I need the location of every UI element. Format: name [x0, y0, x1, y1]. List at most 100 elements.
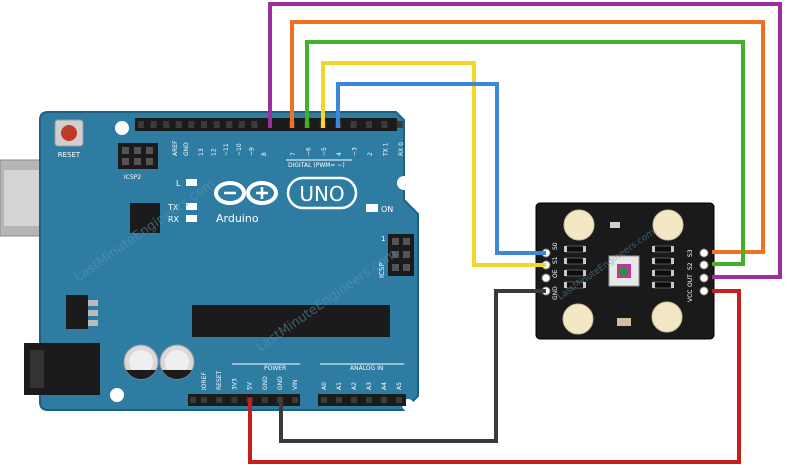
- pin-socket[interactable]: [396, 121, 403, 128]
- header-pin: [392, 251, 399, 258]
- voltage-regulator: [66, 295, 88, 329]
- power-header: [188, 394, 300, 406]
- pin-label-power: RESET: [216, 370, 223, 390]
- sensor-pin-label: OUT: [687, 274, 694, 287]
- icsp2-label: ICSP2: [124, 174, 141, 181]
- pin-socket[interactable]: [175, 121, 182, 128]
- white-led: [563, 209, 595, 241]
- capacitor: [159, 344, 195, 380]
- resistor: [653, 269, 673, 277]
- pin-label-d: TX 1: [382, 142, 389, 157]
- header-pin: [403, 238, 410, 245]
- wire-purple: [268, 2, 782, 279]
- resistor: [653, 257, 673, 265]
- sensor-pin-label: S1: [552, 256, 559, 264]
- l-label: L: [176, 179, 181, 188]
- pin-socket[interactable]: [381, 121, 388, 128]
- pin-socket[interactable]: [238, 121, 245, 128]
- header-pin: [392, 264, 399, 271]
- analog-pin-sockets: [321, 397, 402, 403]
- power-header-label: POWER: [264, 365, 286, 372]
- pin-label-d: 12: [211, 148, 218, 156]
- pin-socket[interactable]: [138, 121, 144, 128]
- sensor-pin-label: S3: [687, 249, 694, 257]
- pin-socket[interactable]: [366, 121, 372, 128]
- sensor-pin-label: VCC: [687, 290, 694, 302]
- pin-label-power: 3V3: [231, 378, 238, 390]
- pin-label-d: ~9: [248, 147, 255, 156]
- pin-socket[interactable]: [251, 121, 258, 128]
- pin-label-d: ~6: [305, 147, 312, 156]
- pin-socket[interactable]: [261, 397, 268, 403]
- sensor-pin-label: S0: [552, 242, 559, 250]
- led-rx: [186, 215, 197, 222]
- uno-badge: [286, 176, 358, 210]
- pin-label-d: 13: [198, 148, 205, 156]
- pin-socket[interactable]: [321, 397, 327, 403]
- resistor: [653, 281, 673, 289]
- pin-label-d: RX 0: [398, 142, 405, 156]
- pin-pad[interactable]: [541, 273, 551, 283]
- led-l: [186, 179, 197, 186]
- wire-green: [305, 40, 745, 266]
- pin-socket[interactable]: [213, 121, 220, 128]
- icsp-pin1-label: 1: [381, 235, 385, 243]
- led-on: [366, 204, 378, 212]
- pin-label-d: 7: [290, 152, 297, 156]
- pin-socket[interactable]: [150, 121, 157, 128]
- pin-socket[interactable]: [216, 397, 223, 403]
- pin-socket[interactable]: [226, 121, 233, 128]
- capacitor: [123, 344, 159, 380]
- white-led: [652, 209, 684, 241]
- pin-socket[interactable]: [190, 397, 196, 403]
- pin-label-aref: AREF: [172, 140, 179, 156]
- pin-pad[interactable]: [699, 273, 709, 283]
- pin-socket[interactable]: [201, 397, 207, 403]
- pin-label-analog: A4: [381, 382, 388, 390]
- pin-socket[interactable]: [231, 397, 238, 403]
- sensor-pin-label: OE: [552, 269, 559, 278]
- pin-socket[interactable]: [396, 397, 402, 403]
- pin-socket[interactable]: [381, 397, 387, 403]
- mount-hole: [110, 388, 124, 402]
- icsp-header: [388, 234, 414, 276]
- pin-label-analog: A2: [351, 382, 358, 390]
- pin-socket[interactable]: [201, 121, 207, 128]
- mount-hole: [397, 176, 411, 190]
- pin-pad[interactable]: [699, 248, 709, 258]
- wire-blue: [336, 82, 546, 255]
- wires: [248, 2, 782, 464]
- digital-header: [135, 118, 397, 131]
- pin-socket[interactable]: [163, 121, 170, 128]
- pin-pad[interactable]: [699, 260, 709, 270]
- pin-label-d: ~5: [321, 147, 328, 156]
- pin-label-d: ~11: [223, 143, 230, 156]
- uno-label: UNO: [299, 182, 344, 206]
- pin-label-power: IOREF: [201, 372, 208, 390]
- wire-black: [279, 289, 546, 443]
- header-pin: [134, 147, 141, 154]
- pin-socket[interactable]: [336, 397, 342, 403]
- pin-socket[interactable]: [350, 121, 357, 128]
- led-tx: [186, 203, 197, 210]
- sensor-pin-label: S2: [687, 262, 694, 270]
- pin-label-power: GND: [262, 376, 269, 390]
- pin-pad[interactable]: [699, 286, 709, 296]
- pin-socket[interactable]: [188, 121, 195, 128]
- pin-socket[interactable]: [366, 397, 372, 403]
- white-led: [562, 303, 594, 335]
- pin-label-d: 2: [367, 152, 374, 156]
- pin-label-power: VIN: [292, 380, 299, 390]
- header-pin: [146, 147, 153, 154]
- pin-socket[interactable]: [351, 397, 357, 403]
- pin-socket[interactable]: [292, 397, 299, 403]
- reset-label: RESET: [58, 151, 81, 159]
- sensor-right-pin-pads: [699, 248, 709, 296]
- resistor: [565, 245, 585, 253]
- wire-orange: [290, 20, 765, 254]
